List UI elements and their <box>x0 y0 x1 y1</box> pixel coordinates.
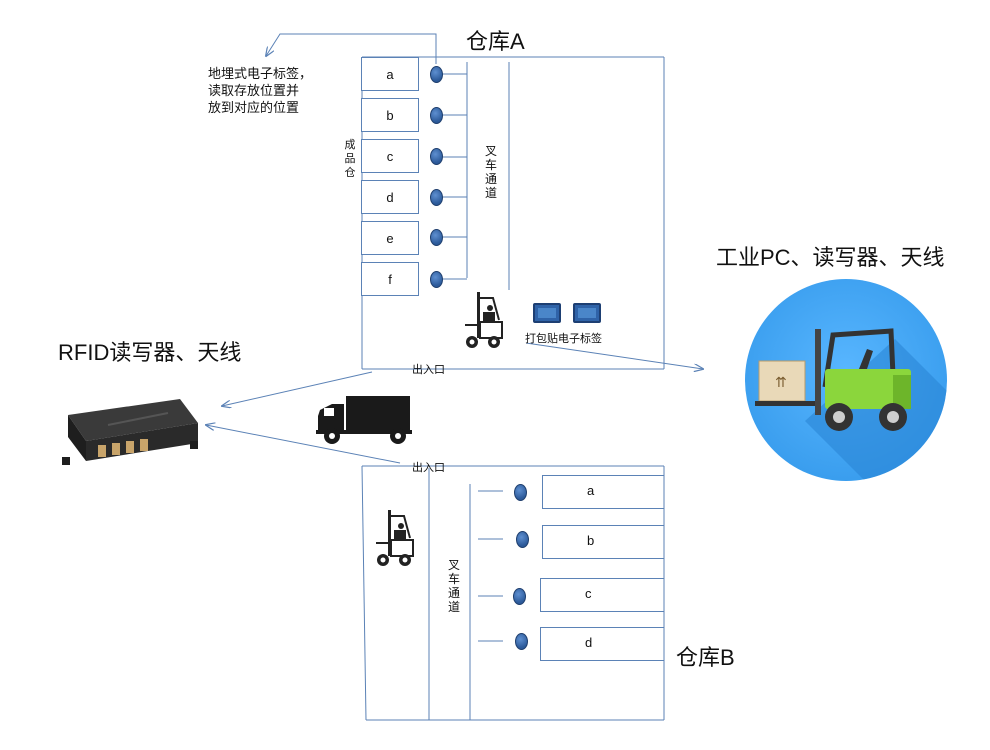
forklift-icon <box>376 510 414 566</box>
monitor-icon <box>533 303 561 323</box>
note-line-2: 读取存放位置并 <box>208 83 300 98</box>
ground-tag-icon <box>430 229 443 246</box>
rfid-reader-icon <box>62 399 198 465</box>
aisle-b-label: 叉车通道 <box>447 558 460 614</box>
ground-tag-icon <box>516 531 529 548</box>
slot-a[interactable]: a <box>361 57 419 91</box>
forklift-icon <box>465 292 503 348</box>
slot-b-label: b <box>386 107 394 123</box>
truck-icon <box>316 396 412 444</box>
ground-tag-icon <box>515 633 528 650</box>
finished-goods-zone-label: 成品仓 <box>344 139 356 179</box>
warehouse-a-title: 仓库A <box>466 29 525 54</box>
slot-b-c-label: c <box>585 586 592 601</box>
ground-tag-icon <box>430 107 443 124</box>
ground-tag-note: 地埋式电子标签， 读取存放位置并 放到对应的位置 <box>208 65 312 116</box>
ground-tag-icon <box>430 189 443 206</box>
ground-tag-icon <box>514 484 527 501</box>
monitor-icon <box>573 303 601 323</box>
slot-f[interactable]: f <box>361 262 419 296</box>
forklift-illustration: ⇈ <box>755 328 947 481</box>
warehouse-a-exit-label: 出入口 <box>412 364 445 376</box>
aisle-a-label: 叉车通道 <box>484 144 497 200</box>
warehouse-b-exit-label: 出入口 <box>412 462 445 474</box>
slot-b-b[interactable]: b <box>542 525 664 559</box>
slot-e-label: e <box>386 230 394 246</box>
slot-b[interactable]: b <box>361 98 419 132</box>
ground-tag-icon <box>430 66 443 83</box>
slot-b-a[interactable]: a <box>542 475 664 509</box>
forklift-box-icon: ⇈ <box>745 279 947 481</box>
slot-b-b-label: b <box>587 533 595 548</box>
warehouse-b-title: 仓库B <box>676 645 735 670</box>
slot-c[interactable]: c <box>361 139 419 173</box>
slot-f-label: f <box>388 271 392 287</box>
slot-b-d-label: d <box>585 635 593 650</box>
industrial-pc-label: 工业PC、读写器、天线 <box>716 245 945 270</box>
ground-tag-icon <box>430 148 443 165</box>
packing-label: 打包贴电子标签 <box>525 333 602 345</box>
slot-b-c[interactable]: c <box>540 578 664 612</box>
slot-b-d[interactable]: d <box>540 627 664 661</box>
arrows <box>206 33 703 464</box>
slot-b-a-label: a <box>587 483 595 498</box>
slot-c-label: c <box>386 148 394 164</box>
slot-a-label: a <box>386 66 394 82</box>
warehouse-b-walls <box>361 465 665 721</box>
slot-e[interactable]: e <box>361 221 419 255</box>
svg-text:⇈: ⇈ <box>775 375 787 391</box>
rfid-reader-label: RFID读写器、天线 <box>58 340 242 365</box>
slot-d[interactable]: d <box>361 180 419 214</box>
note-line-1: 地埋式电子标签， <box>208 66 313 81</box>
ground-tag-icon <box>430 271 443 288</box>
ground-tag-icon <box>513 588 526 605</box>
slot-d-label: d <box>386 189 394 205</box>
note-line-3: 放到对应的位置 <box>208 100 300 115</box>
